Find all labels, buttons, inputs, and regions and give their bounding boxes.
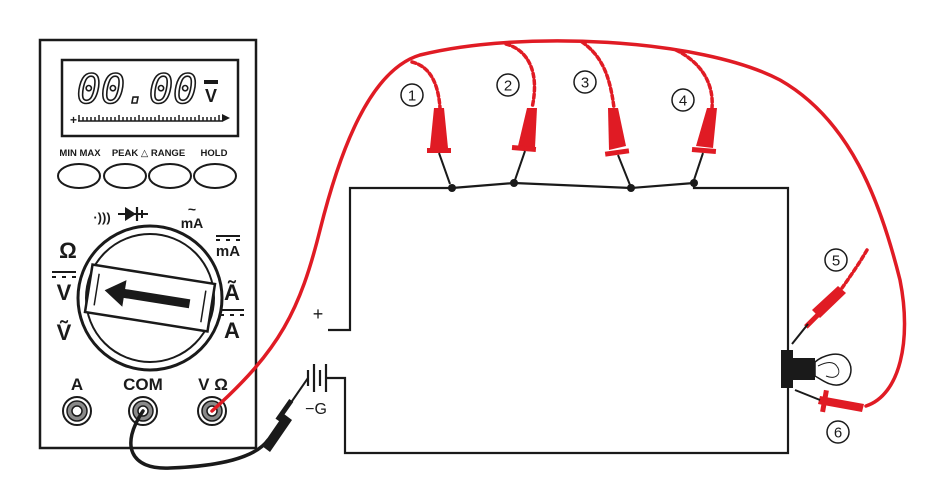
minmax-button[interactable] bbox=[57, 163, 101, 189]
peak-button[interactable] bbox=[103, 163, 147, 189]
dc-v-symbol-icon bbox=[52, 271, 76, 278]
switch-wire-1 bbox=[451, 181, 515, 190]
dial-label-ac-v: Ṽ bbox=[57, 320, 72, 345]
callout-5: 5 bbox=[824, 248, 848, 272]
black-lead bbox=[129, 377, 309, 470]
multimeter: 00.00 V + MIN MAX PEAK △ RANGE HOLD ·)))… bbox=[38, 38, 258, 450]
lamp-icon bbox=[781, 350, 852, 388]
bargraph bbox=[78, 115, 222, 122]
lcd-unit: V bbox=[205, 86, 217, 106]
callout-4: 4 bbox=[671, 88, 695, 112]
bargraph-arrow-icon bbox=[222, 114, 230, 122]
ground-label: −G bbox=[305, 401, 327, 418]
positive-label: + bbox=[313, 304, 324, 324]
jack-label-com: COM bbox=[123, 375, 163, 394]
mid-wire bbox=[513, 181, 632, 190]
black-lead-wire bbox=[129, 409, 270, 470]
dial-label-ac-a: Ã bbox=[224, 280, 240, 305]
callout-4-number: 4 bbox=[679, 93, 687, 110]
red-probe-4[interactable] bbox=[691, 108, 717, 181]
button-label-range: RANGE bbox=[151, 148, 185, 159]
jack-label-a: A bbox=[71, 375, 83, 394]
hold-button[interactable] bbox=[193, 163, 237, 189]
circuit-wires bbox=[326, 181, 790, 455]
ac-ma-tilde-icon: ~ bbox=[188, 201, 196, 217]
test-point-2-dot bbox=[510, 179, 518, 187]
dial-pointer-arrow-head-icon bbox=[104, 280, 127, 307]
lcd-display: 00.00 V + bbox=[60, 58, 240, 138]
red-probe-1[interactable] bbox=[427, 108, 451, 185]
test-point-3-dot bbox=[627, 184, 635, 192]
red-lead-main bbox=[210, 39, 907, 413]
callout-1: 1 bbox=[400, 83, 424, 107]
branch-4 bbox=[674, 48, 714, 110]
dial-label-ohm: Ω bbox=[59, 238, 77, 263]
continuity-icon: ·))) bbox=[93, 210, 110, 225]
button-labels: MIN MAX PEAK △ RANGE HOLD bbox=[59, 148, 227, 159]
ground-wire bbox=[326, 376, 790, 455]
diode-icon bbox=[118, 207, 148, 221]
branch-1 bbox=[410, 60, 442, 110]
callout-6-number: 6 bbox=[834, 425, 842, 442]
range-button[interactable] bbox=[148, 163, 192, 189]
dial-label-ac-ma: mA bbox=[181, 215, 204, 231]
dial-label-dc-ma: mA bbox=[216, 243, 240, 260]
callout-3-number: 3 bbox=[581, 75, 589, 92]
positive-wire bbox=[328, 186, 452, 332]
branch-2 bbox=[504, 42, 537, 110]
button-label-peak: PEAK △ bbox=[112, 148, 149, 159]
callout-2: 2 bbox=[496, 73, 520, 97]
rotary-dial[interactable] bbox=[76, 224, 224, 372]
dial-pointer-arrow bbox=[119, 288, 191, 309]
red-probe-6[interactable] bbox=[794, 389, 864, 413]
bargraph-plus: + bbox=[70, 113, 77, 127]
lcd-value: 00.00 bbox=[77, 67, 197, 113]
callout-6: 6 bbox=[826, 420, 850, 444]
red-probe-2[interactable] bbox=[511, 108, 537, 181]
red-probe-5[interactable] bbox=[791, 286, 846, 345]
switch-wire-2 bbox=[630, 181, 695, 190]
button-label-minmax: MIN MAX bbox=[59, 148, 101, 159]
top-right-wire bbox=[692, 183, 790, 350]
callout-5-number: 5 bbox=[832, 253, 840, 270]
test-point-4-dot bbox=[690, 179, 698, 187]
branch-3 bbox=[580, 40, 616, 110]
battery-symbol-icon bbox=[306, 364, 328, 392]
black-probe[interactable] bbox=[262, 377, 309, 452]
callout-1-number: 1 bbox=[408, 88, 416, 105]
callout-3: 3 bbox=[573, 70, 597, 94]
branch-5 bbox=[840, 248, 869, 290]
button-label-hold: HOLD bbox=[201, 148, 228, 159]
red-lead bbox=[210, 39, 907, 413]
red-probe-3[interactable] bbox=[604, 108, 631, 186]
test-point-1-dot bbox=[448, 184, 456, 192]
dc-ma-symbol-icon bbox=[216, 235, 240, 241]
jack-label-v-ohm: V Ω bbox=[198, 375, 228, 394]
dial-label-dc-v: V bbox=[57, 280, 72, 305]
dial-label-dc-a: A bbox=[224, 318, 240, 343]
jack-a[interactable] bbox=[62, 396, 92, 426]
callout-2-number: 2 bbox=[504, 78, 512, 95]
